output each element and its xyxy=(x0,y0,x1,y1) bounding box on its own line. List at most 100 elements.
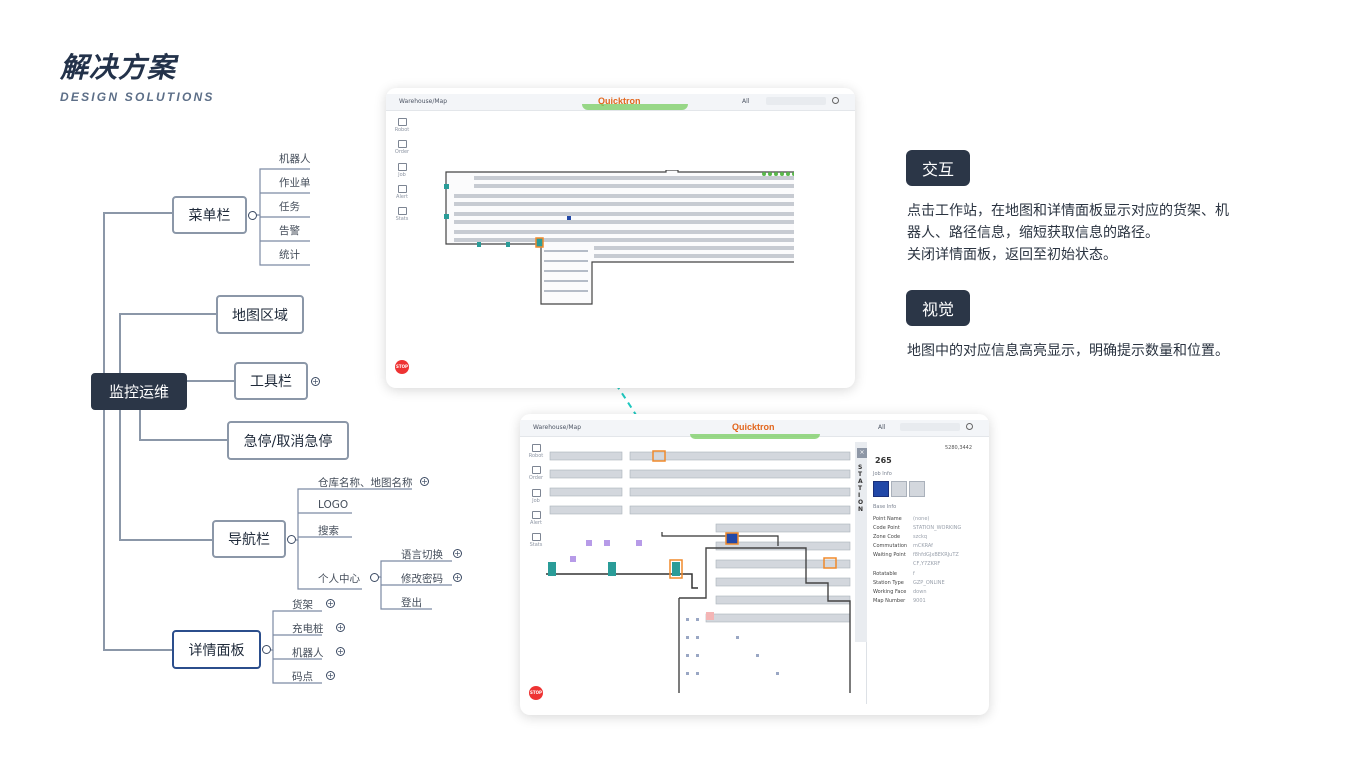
collapse-toggle-icon[interactable] xyxy=(262,645,271,654)
sidebar-label: Order xyxy=(528,475,544,481)
shelf-thumb-icon[interactable] xyxy=(891,481,907,497)
leaf-menu-robot: 机器人 xyxy=(279,153,311,165)
info-value: down xyxy=(913,589,927,595)
sidebar-label: Alert xyxy=(530,520,542,526)
collapse-toggle-icon[interactable] xyxy=(248,211,257,220)
job-info-heading: Job Info xyxy=(873,471,892,477)
close-icon[interactable]: × xyxy=(857,448,867,458)
sidebar-label: Alert xyxy=(396,194,408,200)
search-input[interactable] xyxy=(766,97,826,105)
sidebar-label: Robot xyxy=(528,453,544,459)
info-key: Point Name xyxy=(873,516,902,522)
stats-icon xyxy=(397,207,407,215)
breadcrumb[interactable]: Warehouse/Map xyxy=(533,424,582,431)
sidebar-item-stats[interactable]: Stats xyxy=(526,533,546,548)
job-icon xyxy=(397,163,407,171)
leaf-nav-personal-center: 个人中心 xyxy=(318,573,360,585)
leaf-language-switch: 语言切换 xyxy=(401,549,443,561)
expand-plus-icon[interactable]: + xyxy=(453,549,462,558)
info-value: CF,Y7ZKRF xyxy=(913,561,941,567)
sidebar-item-job[interactable]: Job xyxy=(526,489,546,504)
base-info-heading: Base Info xyxy=(873,504,897,510)
badge-visual: 视觉 xyxy=(906,290,970,326)
emergency-stop-button[interactable]: STOP xyxy=(395,360,409,374)
breadcrumb[interactable]: Warehouse/Map xyxy=(399,98,448,105)
logo: Quicktron xyxy=(732,422,775,432)
alert-icon xyxy=(397,185,407,193)
badge-interaction: 交互 xyxy=(906,150,970,186)
sidebar-item-robot[interactable]: Robot xyxy=(392,118,412,133)
user-avatar-icon[interactable] xyxy=(966,423,973,430)
filter-select[interactable]: All xyxy=(878,424,886,431)
user-avatar-icon[interactable] xyxy=(832,97,839,104)
warehouse-map[interactable] xyxy=(444,170,794,306)
expand-plus-icon[interactable]: + xyxy=(420,477,429,486)
info-key: Commutation xyxy=(873,543,908,549)
search-input[interactable] xyxy=(900,423,960,431)
page-title: 解决方案 xyxy=(60,51,177,84)
leaf-logout: 登出 xyxy=(401,597,422,609)
sidebar-label: Stats xyxy=(395,216,409,222)
decor-arc xyxy=(582,104,688,110)
filter-select[interactable]: All xyxy=(742,98,750,105)
expand-plus-icon[interactable]: + xyxy=(326,671,335,680)
desc-line: 关闭详情面板，返回至初始状态。 xyxy=(907,247,1117,263)
sidebar-item-stats[interactable]: Stats xyxy=(392,207,412,222)
coord-readout: 5280,3442 xyxy=(945,445,973,451)
shelf-thumb-icon[interactable] xyxy=(873,481,889,497)
shelf-thumb-icon[interactable] xyxy=(909,481,925,497)
info-key: Station Type xyxy=(873,580,904,586)
detail-panel: × STATION 5280,3442 265 Job Info Base In… xyxy=(855,442,973,704)
desc-line: 器人、路径信息，缩短获取信息的路径。 xyxy=(907,225,1159,241)
sidebar-item-robot[interactable]: Robot xyxy=(526,444,546,459)
sidebar-item-alert[interactable]: Alert xyxy=(526,511,546,526)
job-icon xyxy=(531,489,541,497)
info-key: Zone Code xyxy=(873,534,901,540)
sidebar-item-job[interactable]: Job xyxy=(392,163,412,178)
leaf-detail-charger: 充电桩 xyxy=(292,623,324,635)
sidebar-label: Order xyxy=(394,149,410,155)
info-value: STATION_WORKING xyxy=(913,525,962,531)
leaf-nav-warehouse-map: 仓库名称、地图名称 xyxy=(318,477,413,489)
leaf-change-password: 修改密码 xyxy=(401,573,443,585)
node-toolbar: 工具栏 xyxy=(234,362,308,400)
sidebar-label: Job xyxy=(398,172,406,178)
logo: Quicktron xyxy=(598,96,641,106)
leaf-detail-robot: 机器人 xyxy=(292,647,324,659)
info-value: GZP_ONLINE xyxy=(913,580,945,586)
sidebar-label: Robot xyxy=(394,127,410,133)
leaf-detail-codepoint: 码点 xyxy=(292,671,313,683)
sidebar-item-alert[interactable]: Alert xyxy=(392,185,412,200)
alert-icon xyxy=(531,511,541,519)
info-value: (none) xyxy=(913,516,930,522)
expand-plus-icon[interactable]: + xyxy=(336,623,345,632)
emergency-stop-button[interactable]: STOP xyxy=(529,686,543,700)
sidebar-item-order[interactable]: Order xyxy=(526,466,546,481)
interaction-description: 点击工作站，在地图和详情面板显示对应的货架、机 器人、路径信息，缩短获取信息的路… xyxy=(907,200,1229,266)
info-value: f8hfdGJxBEKRJuTZ xyxy=(913,552,959,558)
sidebar-item-order[interactable]: Order xyxy=(392,140,412,155)
expand-plus-icon[interactable]: + xyxy=(326,599,335,608)
leaf-menu-alarm: 告警 xyxy=(279,225,300,237)
leaf-detail-shelf: 货架 xyxy=(292,599,313,611)
leaf-nav-logo: LOGO xyxy=(318,499,349,511)
stats-icon xyxy=(531,533,541,541)
expand-plus-icon[interactable]: + xyxy=(453,573,462,582)
info-key: Map Number xyxy=(873,598,906,604)
info-key: Rotatable xyxy=(873,571,897,577)
expand-plus-icon[interactable]: + xyxy=(311,377,320,386)
collapse-toggle-icon[interactable] xyxy=(287,535,296,544)
leaf-menu-order: 作业单 xyxy=(279,177,311,189)
leaf-menu-stats: 统计 xyxy=(279,249,300,261)
expand-plus-icon[interactable]: + xyxy=(336,647,345,656)
info-key: Waiting Point xyxy=(873,552,906,558)
node-map-area: 地图区域 xyxy=(216,295,304,334)
visual-description: 地图中的对应信息高亮显示，明确提示数量和位置。 xyxy=(907,340,1229,362)
info-value: f xyxy=(913,571,915,577)
sidebar-label: Job xyxy=(532,498,540,504)
warehouse-map-zoomed[interactable] xyxy=(546,438,856,693)
node-menu-bar: 菜单栏 xyxy=(172,196,247,234)
collapse-toggle-icon[interactable] xyxy=(370,573,379,582)
info-value: 9001 xyxy=(913,598,926,604)
order-icon xyxy=(531,466,541,474)
